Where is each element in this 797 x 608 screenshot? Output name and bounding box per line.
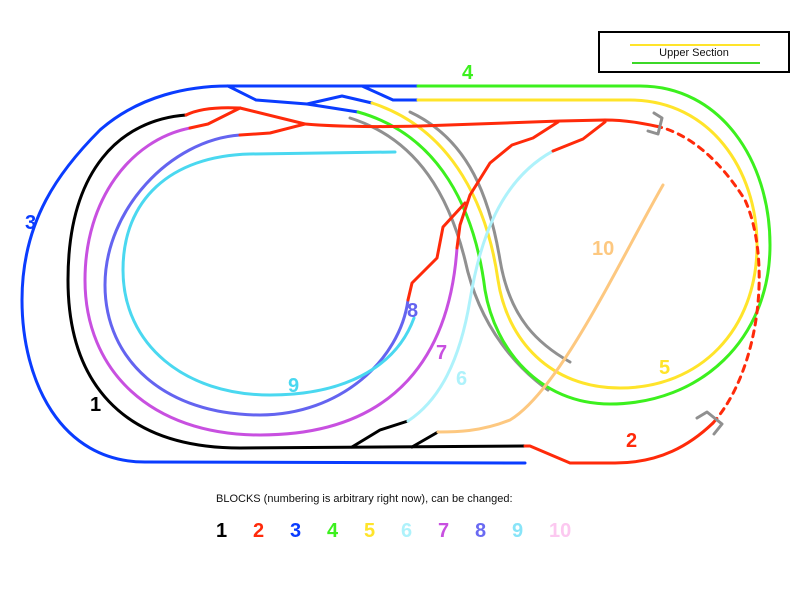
track-block-2-branch — [455, 120, 560, 250]
block-key-2: 2 — [253, 520, 265, 542]
label-block-3: 3 — [25, 212, 36, 234]
track-block-2-branch — [188, 106, 242, 130]
block-key-1: 1 — [216, 520, 228, 542]
track-block-9 — [121, 150, 416, 397]
track-block-2 — [184, 106, 662, 129]
blocks-key: 1 2 3 4 5 6 7 8 9 10 — [216, 520, 586, 543]
label-block-6: 6 — [456, 368, 467, 390]
track-block-3 — [20, 84, 527, 465]
block-key-5: 5 — [364, 520, 376, 542]
track-block-2-branch — [551, 120, 607, 153]
label-block-5: 5 — [659, 357, 670, 379]
label-block-8: 8 — [407, 300, 418, 322]
track-block-6 — [406, 149, 555, 423]
block-key-8: 8 — [475, 520, 487, 542]
track-block-7 — [83, 126, 459, 437]
legend-title: Upper Section — [659, 47, 729, 59]
track-block-2-branch — [238, 122, 307, 137]
track-block-2-branch — [406, 201, 467, 302]
label-block-10: 10 — [592, 238, 614, 260]
label-block-9: 9 — [288, 375, 299, 397]
label-block-1: 1 — [90, 394, 101, 416]
block-key-7: 7 — [438, 520, 450, 542]
legend-box: Upper Section — [598, 31, 790, 73]
track-block-1-branch — [350, 419, 410, 449]
bumper-bracket — [646, 111, 664, 136]
block-key-4: 4 — [327, 520, 339, 542]
block-key-10: 10 — [549, 520, 572, 542]
blocks-caption: BLOCKS (numbering is arbitrary right now… — [216, 493, 513, 505]
track-block-8 — [103, 133, 410, 417]
track-block-3-branch — [305, 94, 374, 106]
track-block-3-branch — [360, 84, 420, 102]
track-block-3-branch — [226, 84, 360, 114]
track-block-1 — [66, 113, 527, 450]
track-gray-2 — [348, 116, 550, 392]
label-block-7: 7 — [436, 342, 447, 364]
track-block-2-dashed — [658, 125, 761, 425]
block-key-3: 3 — [290, 520, 302, 542]
track-block-10 — [436, 183, 665, 434]
legend-lower-line — [632, 62, 760, 64]
label-block-2: 2 — [626, 430, 637, 452]
track-block-4 — [356, 84, 772, 406]
block-key-9: 9 — [512, 520, 524, 542]
bumper-bracket — [695, 410, 724, 436]
legend-upper-line — [630, 44, 760, 46]
track-gray-1 — [408, 110, 572, 364]
track-block-1-branch — [410, 430, 440, 449]
track-block-5 — [370, 98, 759, 390]
label-block-4: 4 — [462, 62, 474, 84]
track-block-2-lower — [523, 421, 715, 465]
block-key-6: 6 — [401, 520, 413, 542]
